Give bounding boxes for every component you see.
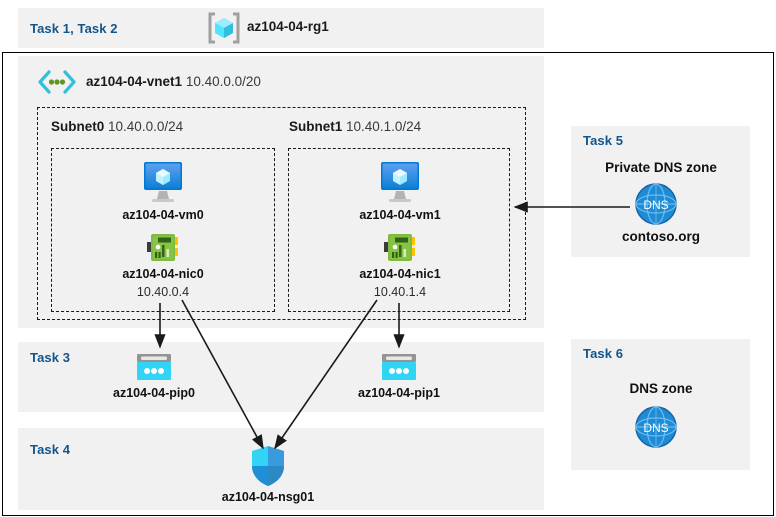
task-label-3: Task 3 <box>30 350 71 365</box>
vnet-title: az104-04-vnet1 10.40.0.0/20 <box>86 74 261 89</box>
nic0-ip: 10.40.0.4 <box>136 285 190 299</box>
vm1-label: az104-04-vm1 <box>359 208 441 222</box>
subnet1-cidr: 10.40.1.0/24 <box>346 119 422 134</box>
nic1-ip: 10.40.1.4 <box>373 285 427 299</box>
dns-icon-text: DNS <box>643 198 668 212</box>
nsg-label: az104-04-nsg01 <box>221 490 315 504</box>
nic0-label: az104-04-nic0 <box>122 267 204 281</box>
vm0-label: az104-04-vm0 <box>122 208 204 222</box>
vnet-cidr: 10.40.0.0/20 <box>185 74 261 89</box>
resource-group-panel <box>18 8 544 48</box>
dns-icon-text: DNS <box>643 421 668 435</box>
network-security-group-shield-icon <box>248 444 288 488</box>
public-dns-panel <box>571 339 750 470</box>
public-ip-panel <box>18 342 544 412</box>
task-label-4: Task 4 <box>30 442 71 457</box>
public-dns-heading: DNS zone <box>629 381 693 396</box>
diagram-outer-border <box>2 52 774 516</box>
private-dns-heading: Private DNS zone <box>605 160 717 175</box>
nic1-label: az104-04-nic1 <box>359 267 441 281</box>
subnet1-title: Subnet1 10.40.1.0/24 <box>289 119 421 134</box>
subnet0-title: Subnet0 10.40.0.0/24 <box>51 119 183 134</box>
pip1-label: az104-04-pip1 <box>358 386 440 400</box>
subnet0-name: Subnet0 <box>51 119 105 134</box>
vnet-panel <box>18 56 544 328</box>
private-dns-zone-name: contoso.org <box>622 229 700 244</box>
virtual-network-icon <box>36 68 78 96</box>
subnet1-name: Subnet1 <box>289 119 343 134</box>
network-interface-icon <box>146 232 180 264</box>
dns-globe-icon: DNS <box>634 182 678 226</box>
resource-group-name: az104-04-rg1 <box>247 19 329 34</box>
pip0-label: az104-04-pip0 <box>113 386 195 400</box>
subnet0-box <box>51 148 275 312</box>
public-ip-address-icon <box>135 352 173 384</box>
subnet0-cidr: 10.40.0.0/24 <box>108 119 184 134</box>
task-label-1-2: Task 1, Task 2 <box>30 21 118 36</box>
task-label-6: Task 6 <box>583 346 624 361</box>
resource-group-cube-icon <box>206 10 242 46</box>
resource-group-name-text: az104-04-rg1 <box>247 19 329 34</box>
public-ip-address-icon <box>380 352 418 384</box>
virtual-machine-icon <box>374 160 426 204</box>
vnet-name: az104-04-vnet1 <box>86 74 183 89</box>
network-interface-icon <box>383 232 417 264</box>
task-label-5: Task 5 <box>583 133 624 148</box>
dns-globe-icon: DNS <box>634 405 678 449</box>
virtual-machine-icon <box>137 160 189 204</box>
